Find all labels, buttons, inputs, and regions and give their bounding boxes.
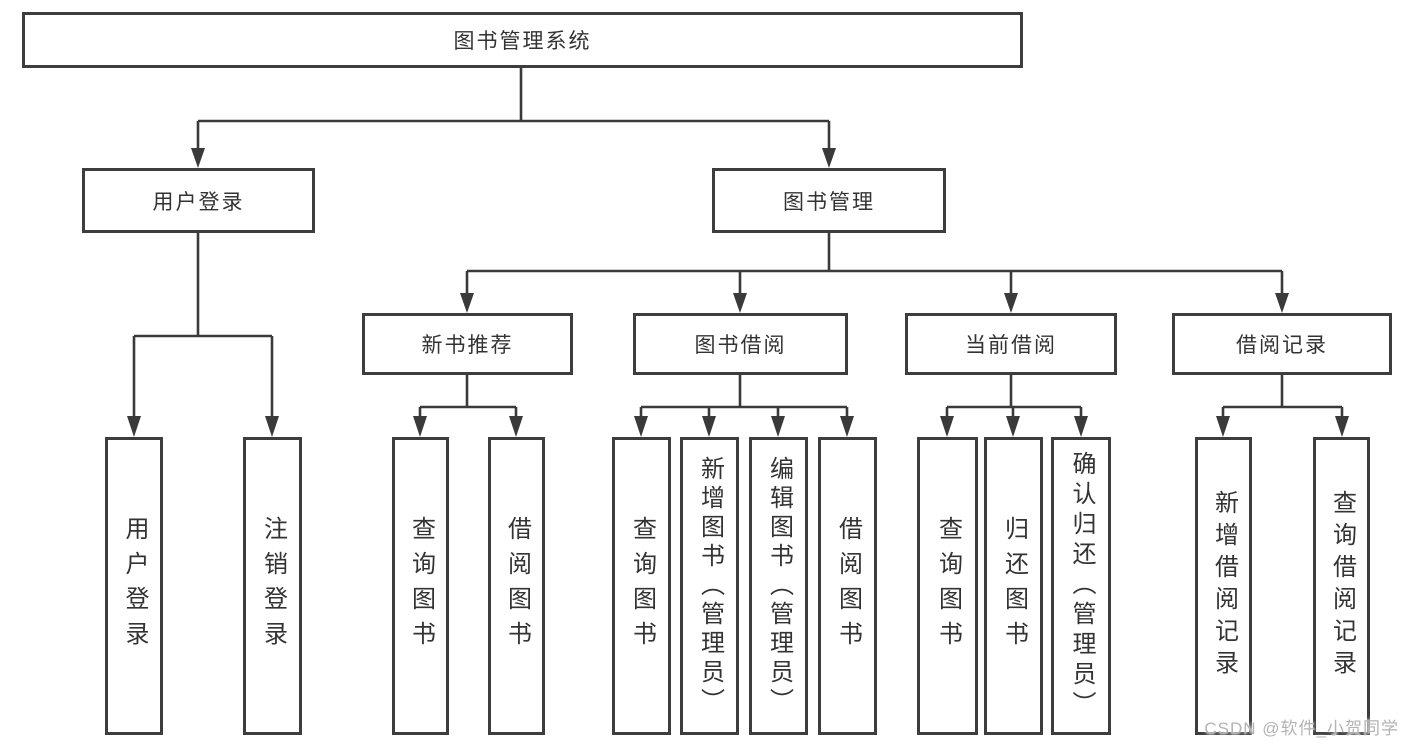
node-label: 图书管理系统 xyxy=(453,30,592,53)
leaf-return-books: 归还图书 xyxy=(984,437,1043,735)
node-user-login: 用户登录 xyxy=(82,168,315,233)
connector-user-login-to-leaves xyxy=(132,233,274,418)
arrowhead xyxy=(265,416,279,437)
node-label: 查询图书 xyxy=(934,516,962,656)
connector-book-mgmt-to-level3 xyxy=(465,233,1284,294)
leaf-query-books-borrow: 查询图书 xyxy=(612,437,671,735)
arrowhead xyxy=(1275,293,1289,313)
node-book-management: 图书管理 xyxy=(712,168,946,233)
arrowhead xyxy=(1335,416,1349,437)
arrowhead xyxy=(733,293,747,313)
leaf-edit-books-admin: 编辑图书（管理员） xyxy=(749,437,808,735)
node-borrow-records: 借阅记录 xyxy=(1172,313,1392,375)
node-label: 新增图书（管理员） xyxy=(696,455,724,717)
connector-borrow-records-to-leaves xyxy=(1221,375,1344,418)
arrowhead xyxy=(702,416,716,437)
leaf-add-borrow-record: 新增借阅记录 xyxy=(1195,437,1252,735)
arrowhead xyxy=(1006,416,1020,437)
leaf-add-books-admin: 新增图书（管理员） xyxy=(680,437,739,735)
connector-root-to-level2 xyxy=(196,68,831,150)
node-root-system: 图书管理系统 xyxy=(22,12,1023,68)
node-label: 编辑图书（管理员） xyxy=(765,455,793,717)
node-label: 查询图书 xyxy=(407,516,435,656)
node-label: 借阅图书 xyxy=(503,516,531,656)
arrowhead xyxy=(822,148,836,168)
node-label: 图书借阅 xyxy=(694,334,787,357)
node-label: 用户登录 xyxy=(152,190,245,214)
connector-current-borrow-to-leaves xyxy=(945,375,1083,418)
leaf-logout: 注销登录 xyxy=(243,437,302,735)
node-label: 归还图书 xyxy=(1000,516,1028,656)
node-label: 新增借阅记录 xyxy=(1210,490,1238,682)
arrowhead xyxy=(127,416,141,437)
arrowhead xyxy=(840,416,854,437)
node-new-book-recommend: 新书推荐 xyxy=(362,313,573,375)
connector-new-book-to-leaves xyxy=(418,375,518,418)
node-label: 注销登录 xyxy=(259,516,287,656)
node-label: 用户登录 xyxy=(121,516,148,656)
leaf-borrow-books-recommend: 借阅图书 xyxy=(488,437,545,735)
arrowhead xyxy=(413,416,427,437)
node-label: 查询图书 xyxy=(628,516,656,656)
node-label: 当前借阅 xyxy=(965,334,1057,357)
leaf-user-login: 用户登录 xyxy=(105,437,163,735)
leaf-query-borrow-record: 查询借阅记录 xyxy=(1313,437,1370,735)
arrowhead xyxy=(1074,416,1088,437)
arrowhead xyxy=(509,416,523,437)
leaf-confirm-return-admin: 确认归还（管理员） xyxy=(1051,437,1111,735)
node-label: 确认归还（管理员） xyxy=(1068,451,1095,721)
csdn-watermark: CSDN @软件_小贺同学 xyxy=(1204,719,1399,738)
node-label: 借阅记录 xyxy=(1236,334,1328,357)
leaf-query-books-current: 查询图书 xyxy=(917,437,978,735)
arrowhead xyxy=(1216,416,1230,437)
connector-book-borrow-to-leaves xyxy=(639,375,849,418)
arrowhead xyxy=(191,148,205,168)
node-label: 查询借阅记录 xyxy=(1328,490,1356,682)
node-label: 借阅图书 xyxy=(834,516,862,656)
arrowhead xyxy=(634,416,648,437)
leaf-borrow-books: 借阅图书 xyxy=(818,437,877,735)
arrowhead xyxy=(1004,293,1018,313)
node-book-borrow: 图书借阅 xyxy=(633,313,848,375)
arrowhead xyxy=(771,416,785,437)
node-label: 图书管理 xyxy=(783,190,875,214)
arrowhead xyxy=(460,293,474,313)
node-current-borrow: 当前借阅 xyxy=(905,313,1117,375)
node-label: 新书推荐 xyxy=(421,334,514,357)
leaf-query-books-recommend: 查询图书 xyxy=(392,437,449,735)
arrowhead xyxy=(940,416,954,437)
